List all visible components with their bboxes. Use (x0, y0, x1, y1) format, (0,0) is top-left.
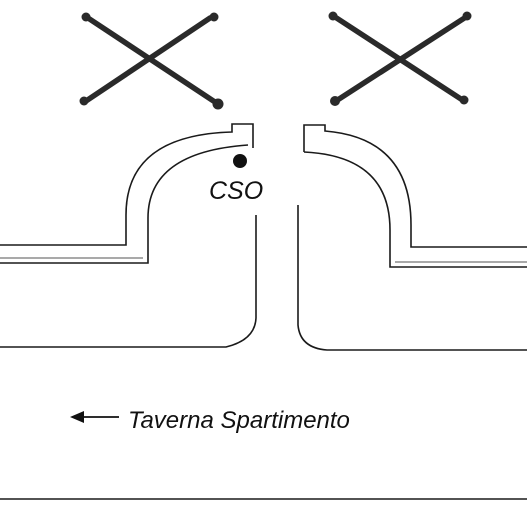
outlet-wall-right (297, 205, 527, 351)
left-channel-outer-wall (0, 123, 254, 246)
right-channel (303, 124, 527, 268)
right-channel-inner-wall (303, 151, 527, 268)
cso-label: CSO (209, 177, 263, 205)
cso-point-icon (233, 154, 247, 168)
cross-right-icon (328, 11, 472, 106)
right-channel-outer-wall (303, 124, 527, 248)
arrow-left-icon (70, 411, 119, 423)
outlet-walls (0, 205, 527, 351)
cross-left-icon (79, 12, 224, 110)
outlet-wall-left (0, 215, 257, 348)
left-channel-inner-wall (0, 144, 249, 264)
street-label: Taverna Spartimento (128, 407, 350, 434)
left-channel (0, 123, 254, 264)
